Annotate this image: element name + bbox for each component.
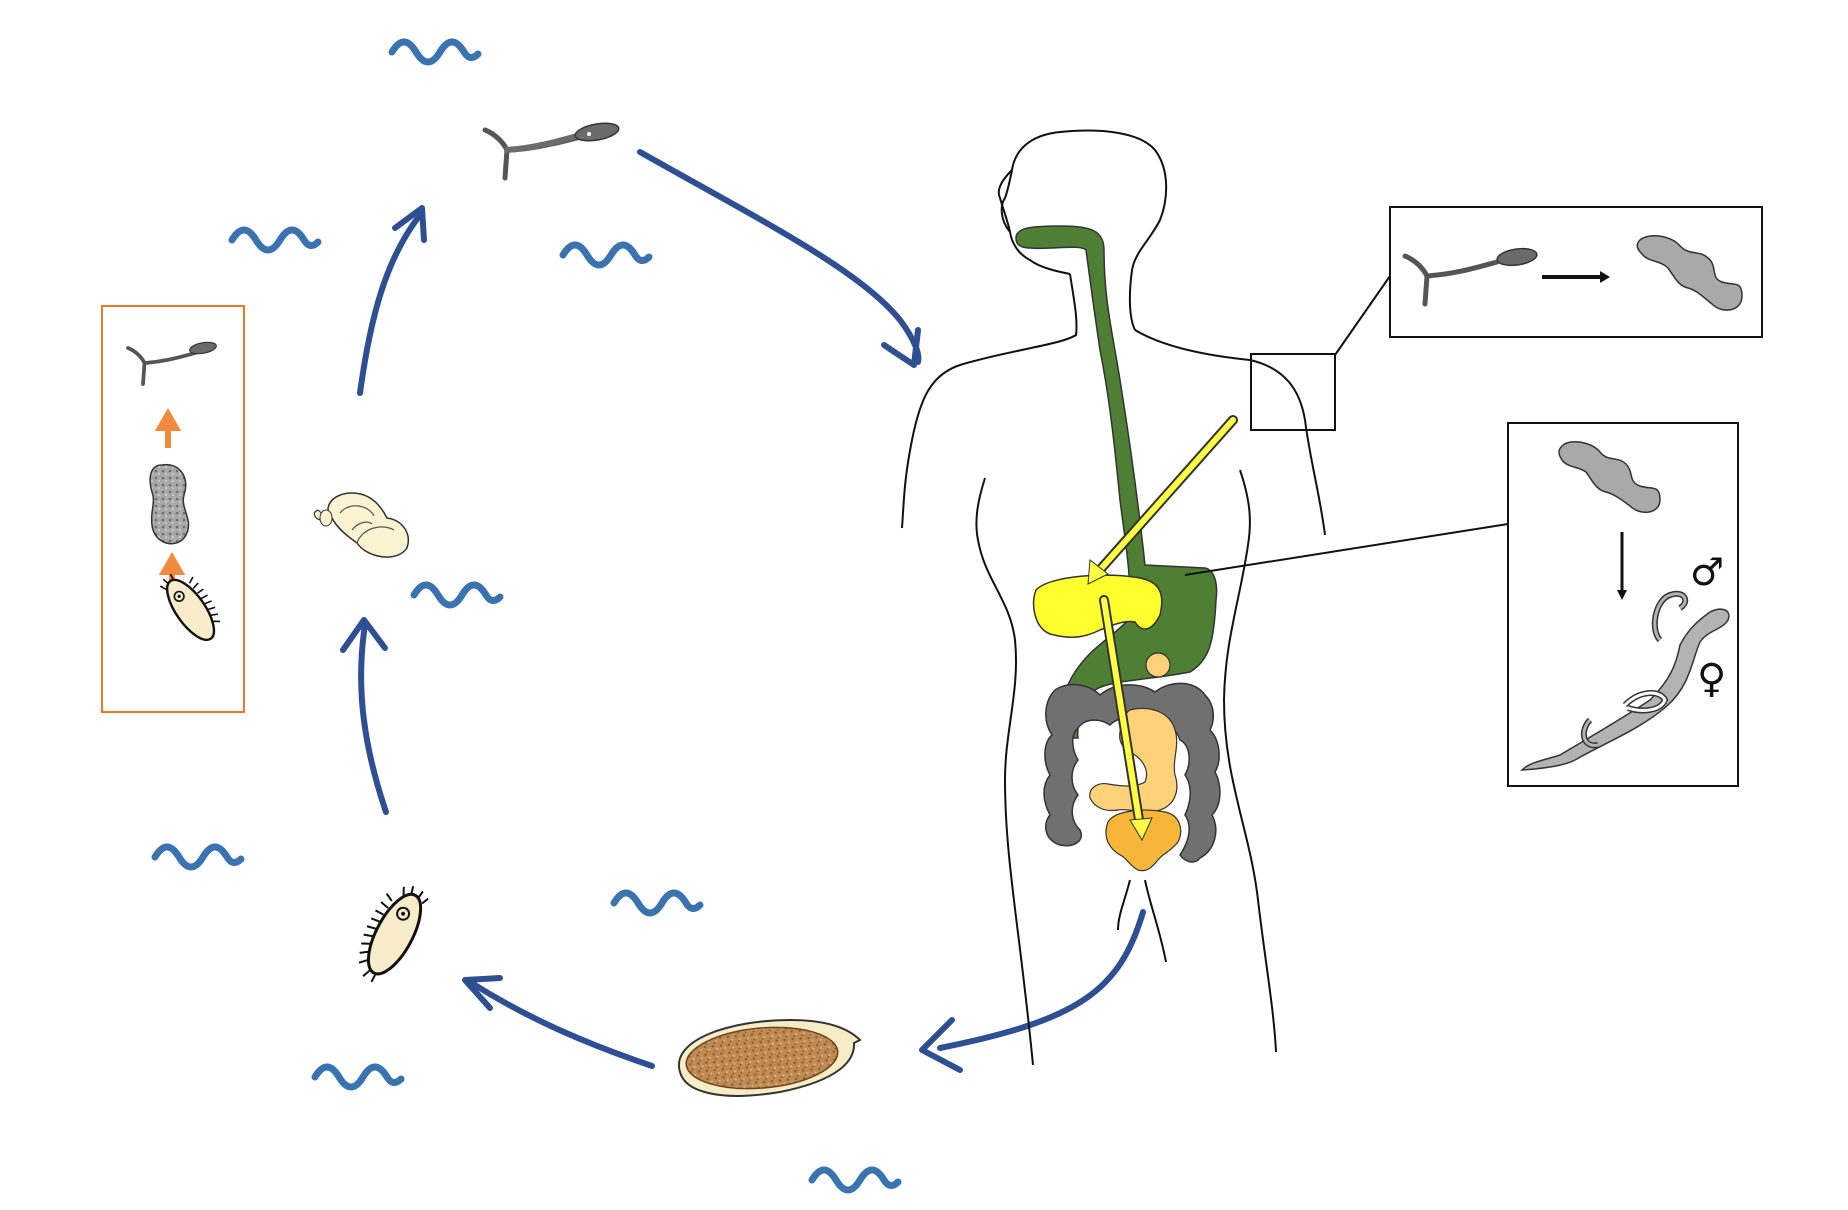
large-intestine [1043, 682, 1221, 863]
wave-icon [228, 226, 322, 254]
arrow-egg-to-miracidium [467, 979, 655, 1069]
skin-callout [1250, 206, 1763, 431]
wave-icon [388, 38, 482, 66]
schistosomulum-icon [1636, 234, 1743, 311]
cycle-arrows [340, 149, 1146, 1073]
bladder [1105, 809, 1182, 872]
sporocyst-icon [149, 463, 190, 545]
inset-snail-stages [101, 305, 245, 713]
wave-icon [151, 843, 245, 871]
wave-icon [559, 241, 653, 269]
miracidium-icon [358, 886, 429, 983]
male-symbol: ♂ [1690, 550, 1724, 594]
schistosomulum-icon [1558, 440, 1661, 513]
miracidium-icon [159, 573, 221, 642]
adult-worm-pair-icon [1520, 590, 1730, 771]
arrow-snail-to-cercaria [357, 212, 423, 396]
skin-callout-box [1250, 353, 1336, 431]
adult-worm-callout: ♂ ♀ [1184, 422, 1739, 787]
migration-arrows [1087, 415, 1238, 842]
water-waves [151, 38, 902, 1194]
wave-icon [410, 581, 504, 609]
liver [1032, 574, 1163, 638]
organs [1015, 225, 1221, 872]
arrow-cercaria-to-host [637, 149, 922, 365]
inset-frame [101, 305, 245, 713]
egg-icon [677, 1018, 862, 1097]
snail-icon [313, 492, 409, 558]
cercaria-icon [482, 122, 620, 181]
wave-icon [808, 1166, 902, 1194]
up-arrow-icon [154, 407, 182, 448]
wave-icon [610, 889, 704, 917]
cercaria-icon [1402, 247, 1538, 307]
human-body-outline [901, 129, 1326, 1066]
female-symbol: ♀ [1697, 656, 1726, 702]
arrow-miracidium-to-snail [358, 622, 389, 815]
wave-icon [311, 1063, 405, 1091]
cercaria-icon [126, 341, 217, 386]
arrow-host-to-egg [937, 909, 1146, 1051]
